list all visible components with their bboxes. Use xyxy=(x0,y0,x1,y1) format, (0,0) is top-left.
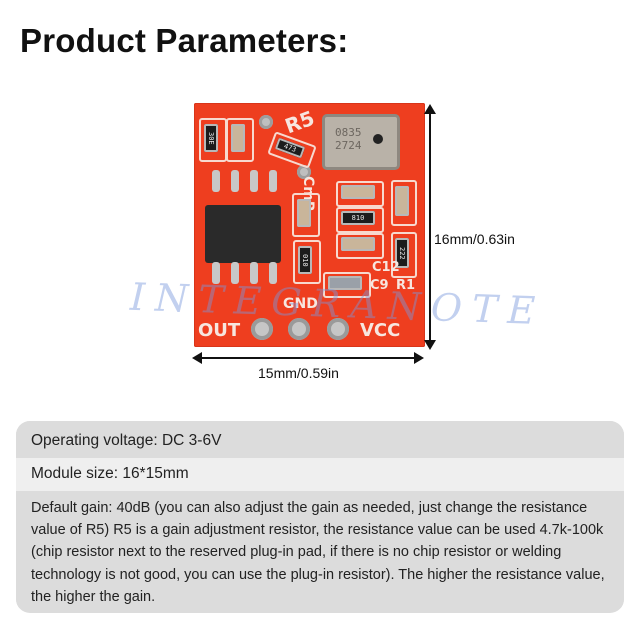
via-pad xyxy=(259,115,273,129)
silkscreen-outline xyxy=(391,180,417,226)
mic-hole xyxy=(373,134,383,144)
label-r1: R1 xyxy=(396,278,416,293)
height-dimension-line xyxy=(429,108,431,346)
chip-pin xyxy=(212,262,220,284)
chip-pin xyxy=(231,262,239,284)
capacitor xyxy=(341,185,375,199)
resistor-r1: 222 xyxy=(395,238,409,268)
chip-pin xyxy=(212,170,220,192)
mic-marking-line2: 2724 xyxy=(335,139,362,152)
pin-pad-gnd xyxy=(288,318,310,340)
mic-marking: 0835 2724 xyxy=(335,126,362,152)
silkscreen-outline xyxy=(336,207,384,233)
param-module-size: Module size: 16*15mm xyxy=(16,458,624,491)
arrow-right-icon xyxy=(414,352,424,364)
capacitor xyxy=(395,186,409,216)
label-gnd: GND xyxy=(283,296,318,312)
microphone: 0835 2724 xyxy=(322,114,400,170)
capacitor xyxy=(231,124,245,152)
silkscreen-outline xyxy=(293,240,321,284)
pin-pad-vcc xyxy=(327,318,349,340)
silkscreen-outline xyxy=(323,272,371,298)
via-pad xyxy=(297,165,311,179)
mic-marking-line1: 0835 xyxy=(335,126,362,139)
width-dimension-line xyxy=(196,357,419,359)
height-dimension-label: 16mm/0.63in xyxy=(434,231,515,247)
capacitor xyxy=(297,199,311,227)
resistor-30e: 30E xyxy=(204,124,218,152)
parameters-table: Operating voltage: DC 3-6V Module size: … xyxy=(16,421,624,613)
watermark: INTEGRANOTE xyxy=(129,274,546,334)
silkscreen-outline xyxy=(391,232,417,278)
label-c9: C9 xyxy=(370,278,389,293)
chip-pin xyxy=(250,170,258,192)
param-default-gain: Default gain: 40dB (you can also adjust … xyxy=(16,491,624,609)
resistor-810: 810 xyxy=(341,211,375,225)
page-title: Product Parameters: xyxy=(20,22,349,59)
label-out: OUT xyxy=(198,320,241,341)
chip-pin xyxy=(269,170,277,192)
width-dimension-label: 15mm/0.59in xyxy=(258,365,339,381)
label-c12: C12 xyxy=(372,260,400,275)
silkscreen-outline xyxy=(292,193,320,237)
silkscreen-outline xyxy=(226,118,254,162)
param-operating-voltage: Operating voltage: DC 3-6V xyxy=(16,421,624,458)
resistor-010: 010 xyxy=(298,246,312,274)
arrow-down-icon xyxy=(424,340,436,350)
capacitor xyxy=(341,237,375,251)
chip-pin xyxy=(231,170,239,192)
pin-pad-out xyxy=(251,318,273,340)
product-image: 30E R5 473 0835 2724 CmR 810 010 222 C12… xyxy=(129,103,546,381)
silkscreen-outline xyxy=(336,181,384,207)
capacitor-c9 xyxy=(328,276,362,290)
op-amp-chip xyxy=(205,205,281,263)
chip-pin xyxy=(250,262,258,284)
chip-pin xyxy=(269,262,277,284)
label-vcc: VCC xyxy=(360,320,401,341)
silkscreen-outline xyxy=(336,233,384,259)
